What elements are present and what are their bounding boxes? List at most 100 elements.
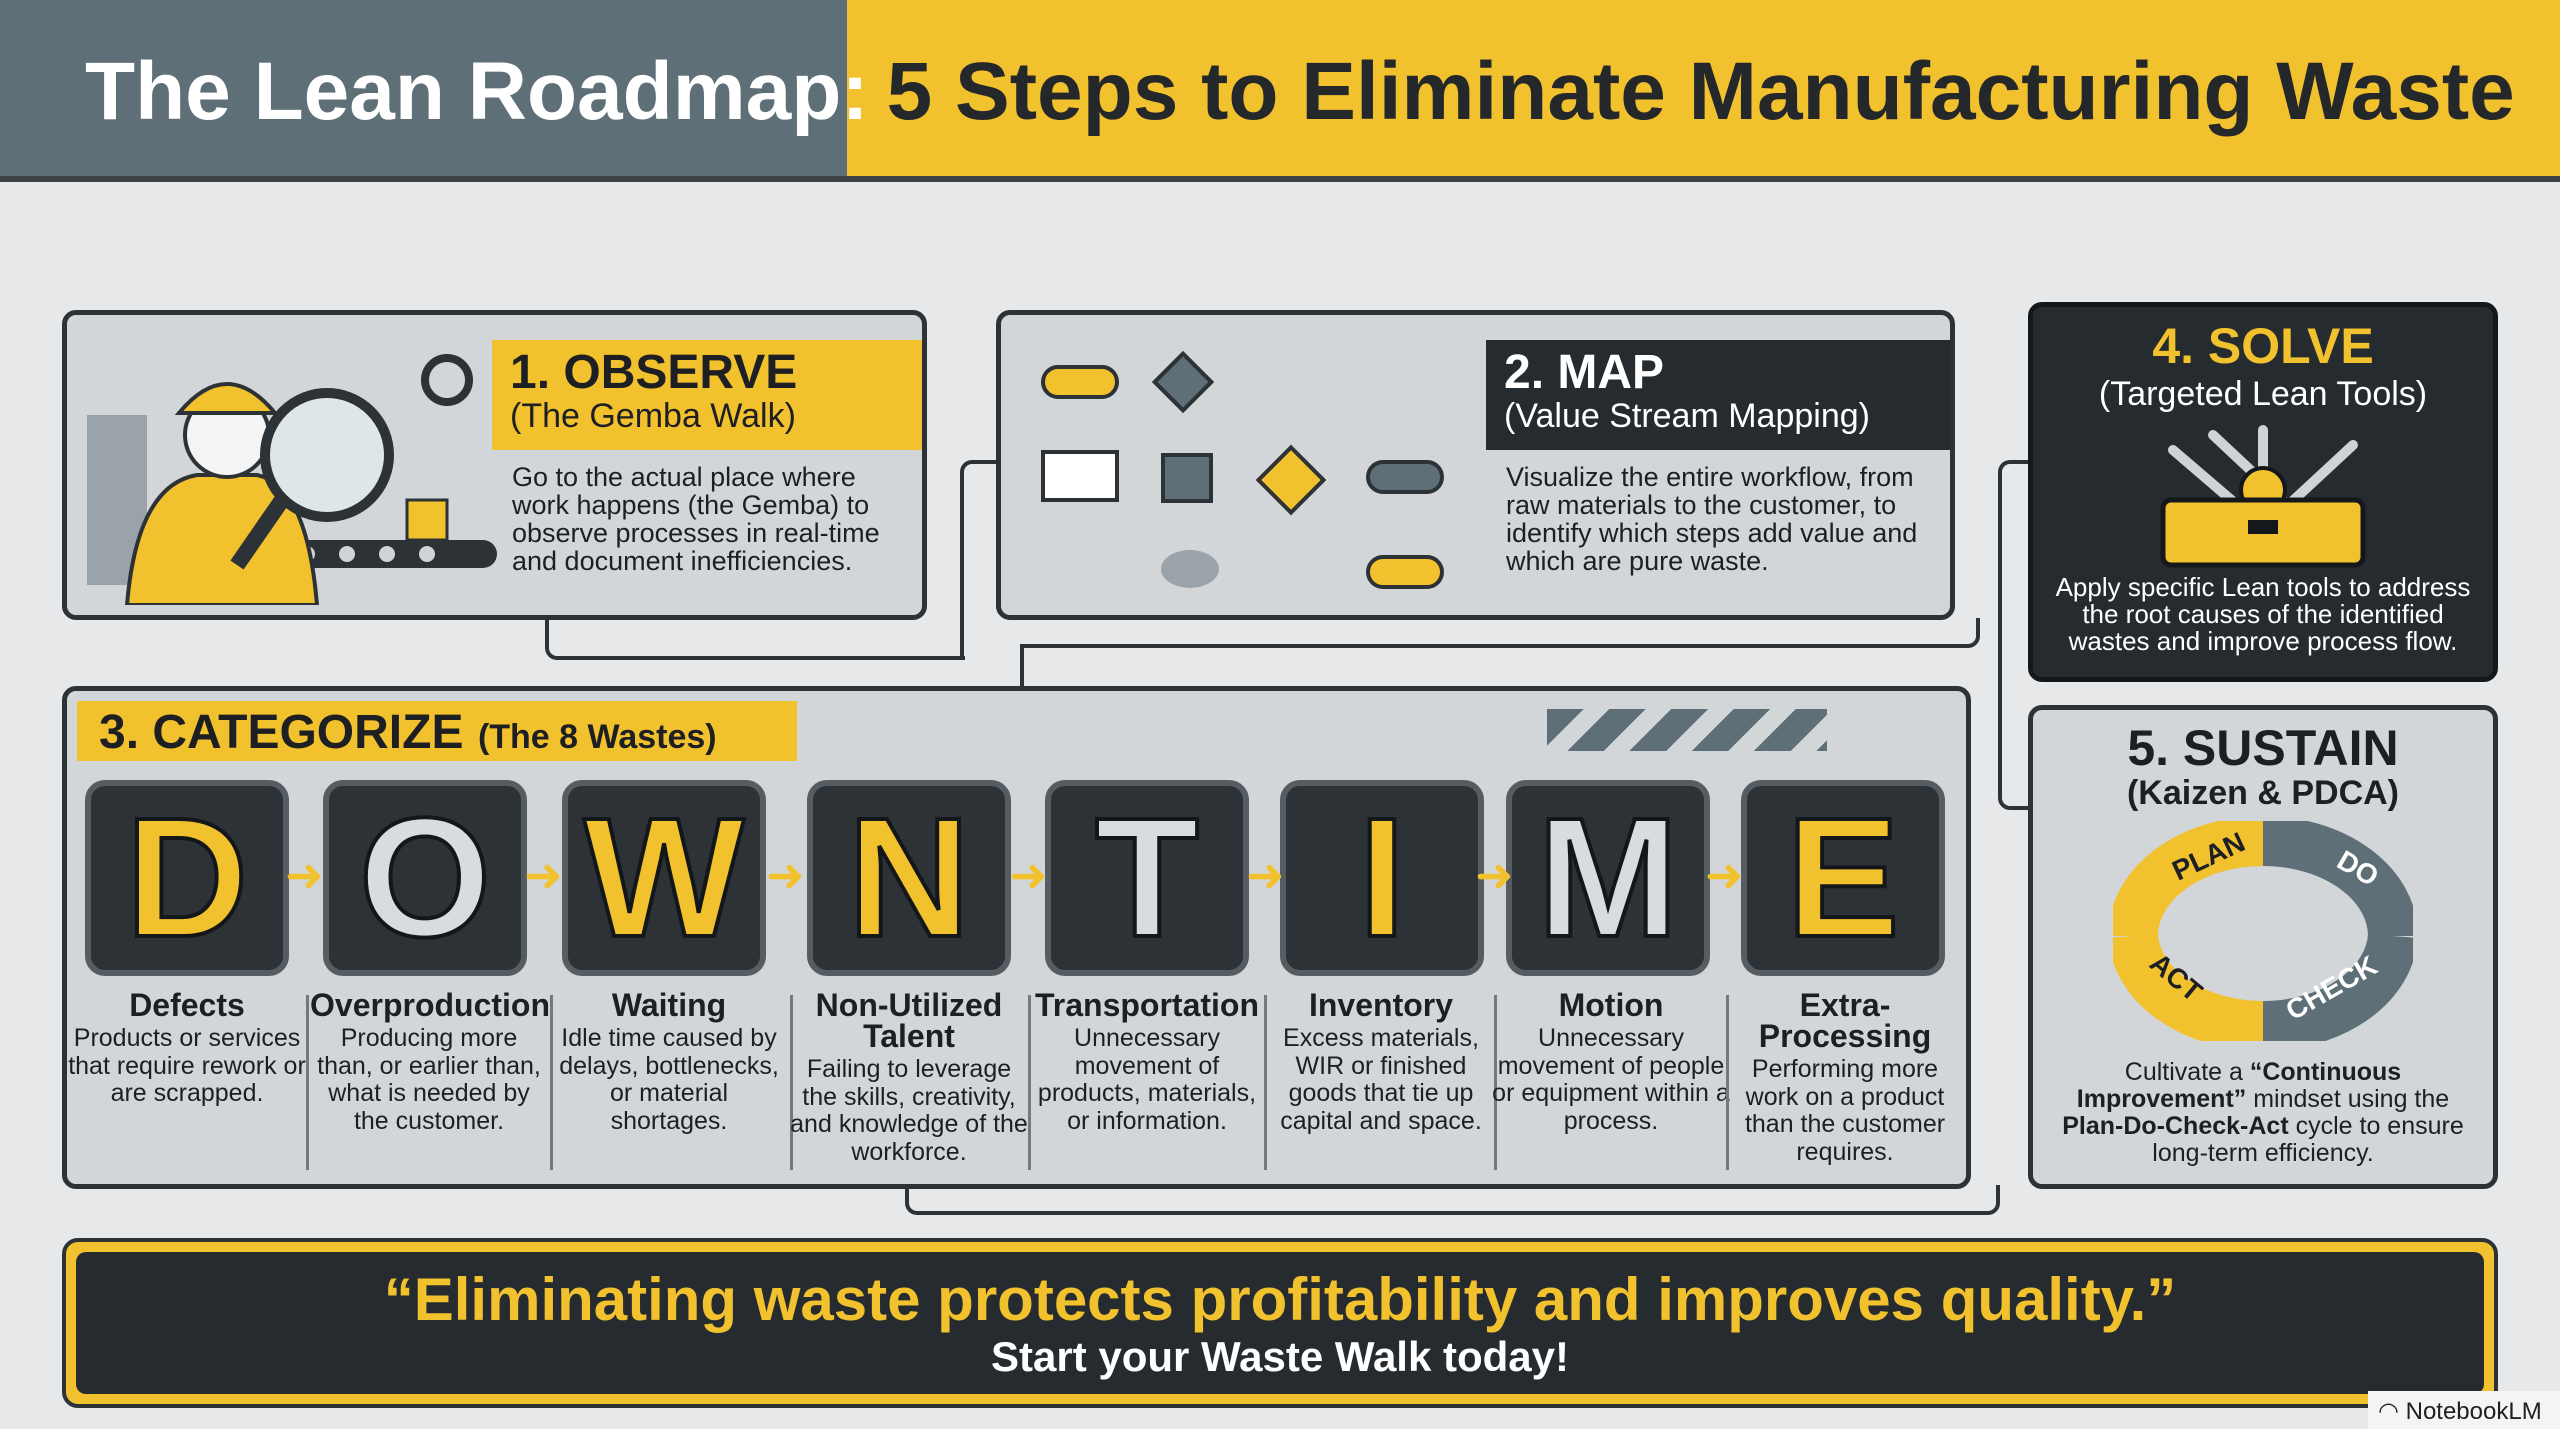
- waste-desc: Unnecessary movement of people or equipm…: [1492, 1024, 1730, 1135]
- waste-tile-o: O: [323, 780, 527, 976]
- step3-header: 3. CATEGORIZE (The 8 Wastes): [77, 701, 797, 761]
- step4-title: 4. SOLVE: [2152, 318, 2374, 374]
- step4-subtitle: (Targeted Lean Tools): [2098, 375, 2428, 413]
- waste-desc: Excess materials, WIR or finished goods …: [1280, 1024, 1482, 1135]
- waste-desc: Producing more than, or earlier than, wh…: [317, 1024, 541, 1135]
- arrow-right-icon: ➜: [1246, 849, 1285, 901]
- waste-name: Non-Utilized Talent: [815, 987, 1003, 1054]
- header-divider: [0, 176, 2560, 182]
- waste-tile-n: N: [807, 780, 1011, 976]
- connector-2-3: [1020, 648, 1024, 688]
- bottom-banner: “Eliminating waste protects profitabilit…: [62, 1238, 2498, 1408]
- connector-4-5: [1998, 460, 2032, 810]
- step5-body: Cultivate a “Continuous Improvement” min…: [2033, 1059, 2493, 1167]
- step4-panel: 4. SOLVE (Targeted Lean Tools) Apply spe…: [2028, 302, 2498, 682]
- connector-3-5: [905, 1185, 2000, 1215]
- connector-2-4: [1020, 618, 1980, 648]
- step3-subtitle: (The 8 Wastes): [477, 718, 717, 756]
- header-right: [847, 0, 2560, 180]
- hazard-stripes: [1547, 709, 1827, 751]
- body-text: Cultivate a: [2124, 1058, 2250, 1086]
- step2-subtitle: (Value Stream Mapping): [1504, 397, 1870, 435]
- output-pill-icon: [1366, 555, 1444, 589]
- arrow-right-icon: ➜: [1009, 849, 1048, 901]
- step1-body: Go to the actual place where work happen…: [512, 462, 880, 576]
- step5-panel: 5. SUSTAIN (Kaizen & PDCA) PLAN DO CHECK…: [2028, 705, 2498, 1189]
- waste-desc: Failing to leverage the skills, creativi…: [790, 1055, 1028, 1166]
- divider: [1726, 995, 1729, 1170]
- notebooklm-logo-icon: ◠: [2378, 1398, 2406, 1425]
- step1-title: 1. OBSERVE: [510, 346, 798, 399]
- waste-desc: Products or services that require rework…: [68, 1024, 306, 1107]
- header-left: [0, 0, 847, 180]
- step1-header: 1. OBSERVE (The Gemba Walk): [492, 340, 922, 450]
- divider: [550, 995, 553, 1170]
- waste-tile-w: W: [562, 780, 766, 976]
- connector-1-2b: [960, 460, 1000, 660]
- divider: [306, 995, 309, 1170]
- toolbox-icon: [2160, 425, 2366, 568]
- waste-desc: Unnecessary movement of products, materi…: [1037, 1024, 1257, 1135]
- arrow-right-icon: ➜: [524, 849, 563, 901]
- body-bold: Plan-Do-Check-Act: [2062, 1112, 2289, 1140]
- process-pill-icon: [1366, 460, 1444, 494]
- step3-title: 3. CATEGORIZE: [99, 706, 464, 759]
- step2-title: 2. MAP: [1504, 346, 1665, 399]
- divider: [1264, 995, 1267, 1170]
- body-text: mindset using the: [2246, 1085, 2450, 1113]
- divider: [790, 995, 793, 1170]
- body-text: cycle to ensure long-term efficiency.: [2152, 1112, 2464, 1167]
- step2-body: Visualize the entire workflow, from raw …: [1506, 462, 1918, 576]
- decision-shape-icon: [1255, 444, 1327, 516]
- waste-tile-t: T: [1045, 780, 1249, 976]
- arrow-right-icon: ➜: [1705, 849, 1744, 901]
- waste-tile-m: M: [1506, 780, 1710, 976]
- arrow-right-icon: ➜: [285, 849, 324, 901]
- step5-subtitle: (Kaizen & PDCA): [2126, 774, 2400, 812]
- oval-shape-icon: [1161, 550, 1219, 588]
- waste-name: Waiting: [611, 987, 727, 1023]
- step4-body: Apply specific Lean tools to address the…: [2055, 572, 2471, 656]
- waste-desc: Idle time caused by delays, bottlenecks,…: [559, 1024, 779, 1135]
- notebooklm-badge: ◠ NotebookLM: [2368, 1391, 2560, 1429]
- waste-desc: Performing more work on a product than t…: [1744, 1055, 1946, 1166]
- body-bold: “Continuous Improvement”: [2076, 1058, 2402, 1113]
- worker-magnifier-icon: [87, 354, 497, 605]
- waste-name: Extra-Processing: [1758, 987, 1932, 1054]
- waste-tile-e: E: [1741, 780, 1945, 976]
- page-title: The Lean Roadmap:5 Steps to Eliminate Ma…: [85, 46, 2515, 137]
- pdca-cycle-icon: PLAN DO CHECK ACT: [2113, 821, 2413, 1041]
- arrow-right-icon: ➜: [1475, 849, 1514, 901]
- diamond-shape-icon: [1151, 350, 1215, 414]
- waste-name: Overproduction: [310, 987, 551, 1023]
- terminal-shape-icon: [1041, 365, 1119, 399]
- waste-tile-i: I: [1280, 780, 1484, 976]
- step2-panel: 2. MAP (Value Stream Mapping) Visualize …: [996, 310, 1955, 620]
- step1-panel: 1. OBSERVE (The Gemba Walk) Go to the ac…: [62, 310, 927, 620]
- divider: [1028, 995, 1031, 1170]
- connector-1-2: [545, 618, 965, 660]
- waste-tile-d: D: [85, 780, 289, 976]
- step5-title: 5. SUSTAIN: [2127, 720, 2399, 776]
- square-shape-icon: [1161, 453, 1213, 503]
- step1-subtitle: (The Gemba Walk): [510, 397, 796, 435]
- waste-name: Transportation: [1034, 987, 1259, 1023]
- step2-header: 2. MAP (Value Stream Mapping): [1486, 340, 1951, 450]
- divider: [1494, 995, 1497, 1170]
- banner-cta: Start your Waste Walk today!: [991, 1333, 1569, 1380]
- waste-name: Defects: [129, 987, 245, 1023]
- badge-label: NotebookLM: [2405, 1398, 2542, 1425]
- banner-inner: “Eliminating waste protects profitabilit…: [76, 1252, 2484, 1394]
- arrow-right-icon: ➜: [766, 849, 805, 901]
- waste-name: Motion: [1558, 987, 1664, 1023]
- rectangle-shape-icon: [1041, 450, 1119, 502]
- banner-quote: “Eliminating waste protects profitabilit…: [383, 1266, 2177, 1333]
